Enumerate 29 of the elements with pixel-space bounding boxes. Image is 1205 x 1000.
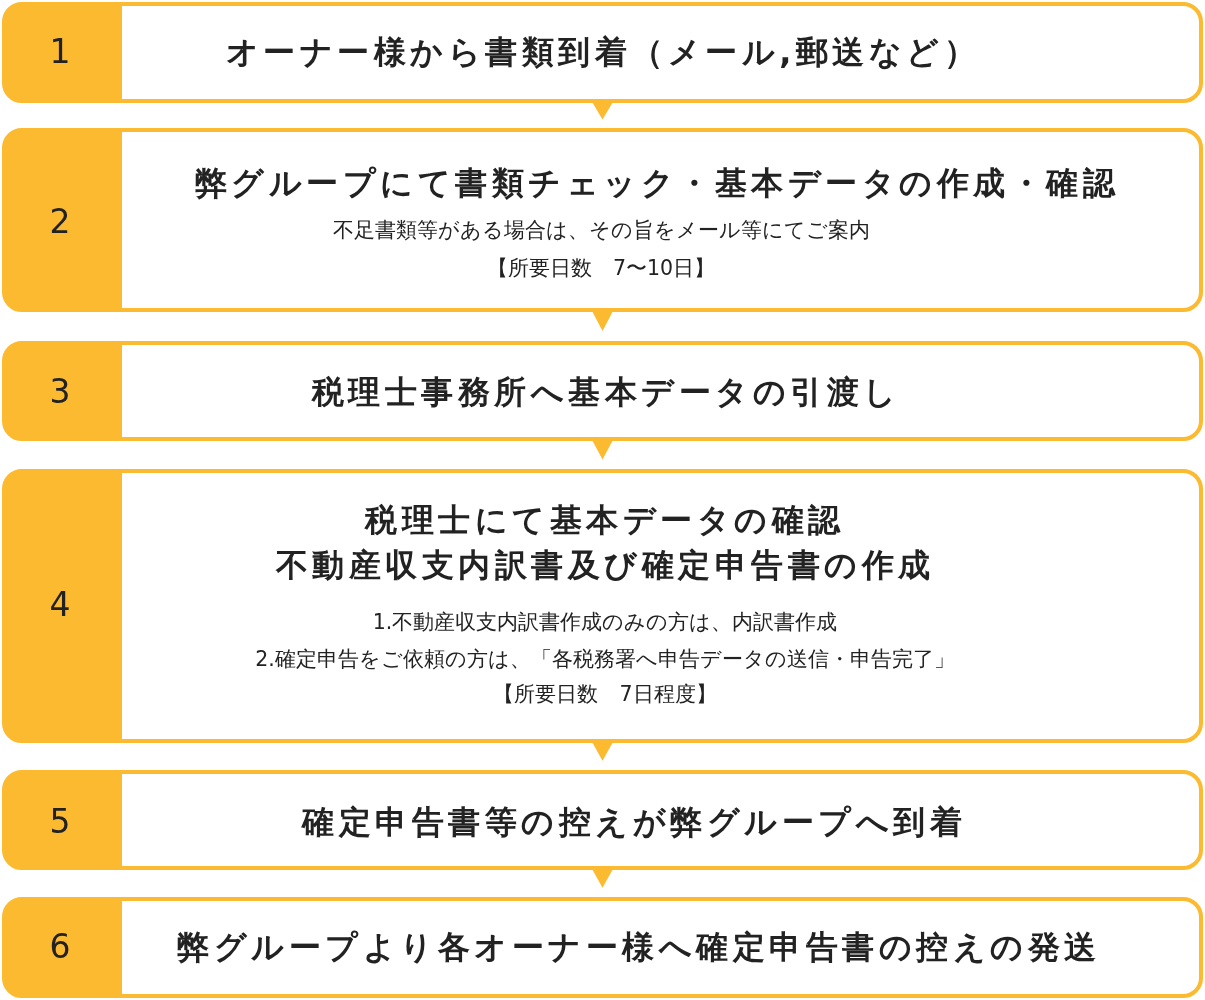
arrow <box>591 741 614 761</box>
step-box <box>2 2 1203 103</box>
step-number: 2 <box>49 202 71 242</box>
step-heading: 税理士事務所へ基本データの引渡し <box>311 372 901 412</box>
step-note: 【所要日数 7日程度】 <box>493 681 717 707</box>
step-heading: 弊グループより各オーナー様へ確定申告書の控えの発送 <box>177 927 1101 967</box>
arrow <box>591 310 614 332</box>
step-heading: オーナー様から書類到着（メール,郵送など） <box>225 32 981 72</box>
step-number: 1 <box>49 32 71 72</box>
step-heading: 弊グループにて書類チェック・基本データの作成・確認 <box>194 163 1120 203</box>
step-box <box>2 341 1203 441</box>
step-number: 5 <box>49 802 71 842</box>
step-number: 4 <box>49 585 71 625</box>
step-box <box>2 128 1203 312</box>
step-heading: 税理士にて基本データの確認 <box>365 500 845 540</box>
arrow <box>591 439 614 460</box>
step-number: 3 <box>49 372 71 412</box>
step-note: 2.確定申告をご依頼の方は、「各税務署へ申告データの送信・申告完了」 <box>255 646 955 672</box>
step-heading: 確定申告書等の控えが弊グループへ到着 <box>302 802 966 842</box>
arrow <box>591 868 614 888</box>
arrow <box>591 101 614 120</box>
step-note: 【所要日数 7〜10日】 <box>486 255 716 281</box>
step-box <box>2 897 1203 998</box>
step-note: 不足書類等がある場合は、その旨をメール等にてご案内 <box>332 217 870 243</box>
step-box <box>2 770 1203 870</box>
step-number: 6 <box>49 927 71 967</box>
step-heading: 不動産収支内訳書及び確定申告書の作成 <box>275 545 935 585</box>
step-note: 1.不動産収支内訳書作成のみの方は、内訳書作成 <box>372 609 838 635</box>
step-box <box>2 469 1203 743</box>
